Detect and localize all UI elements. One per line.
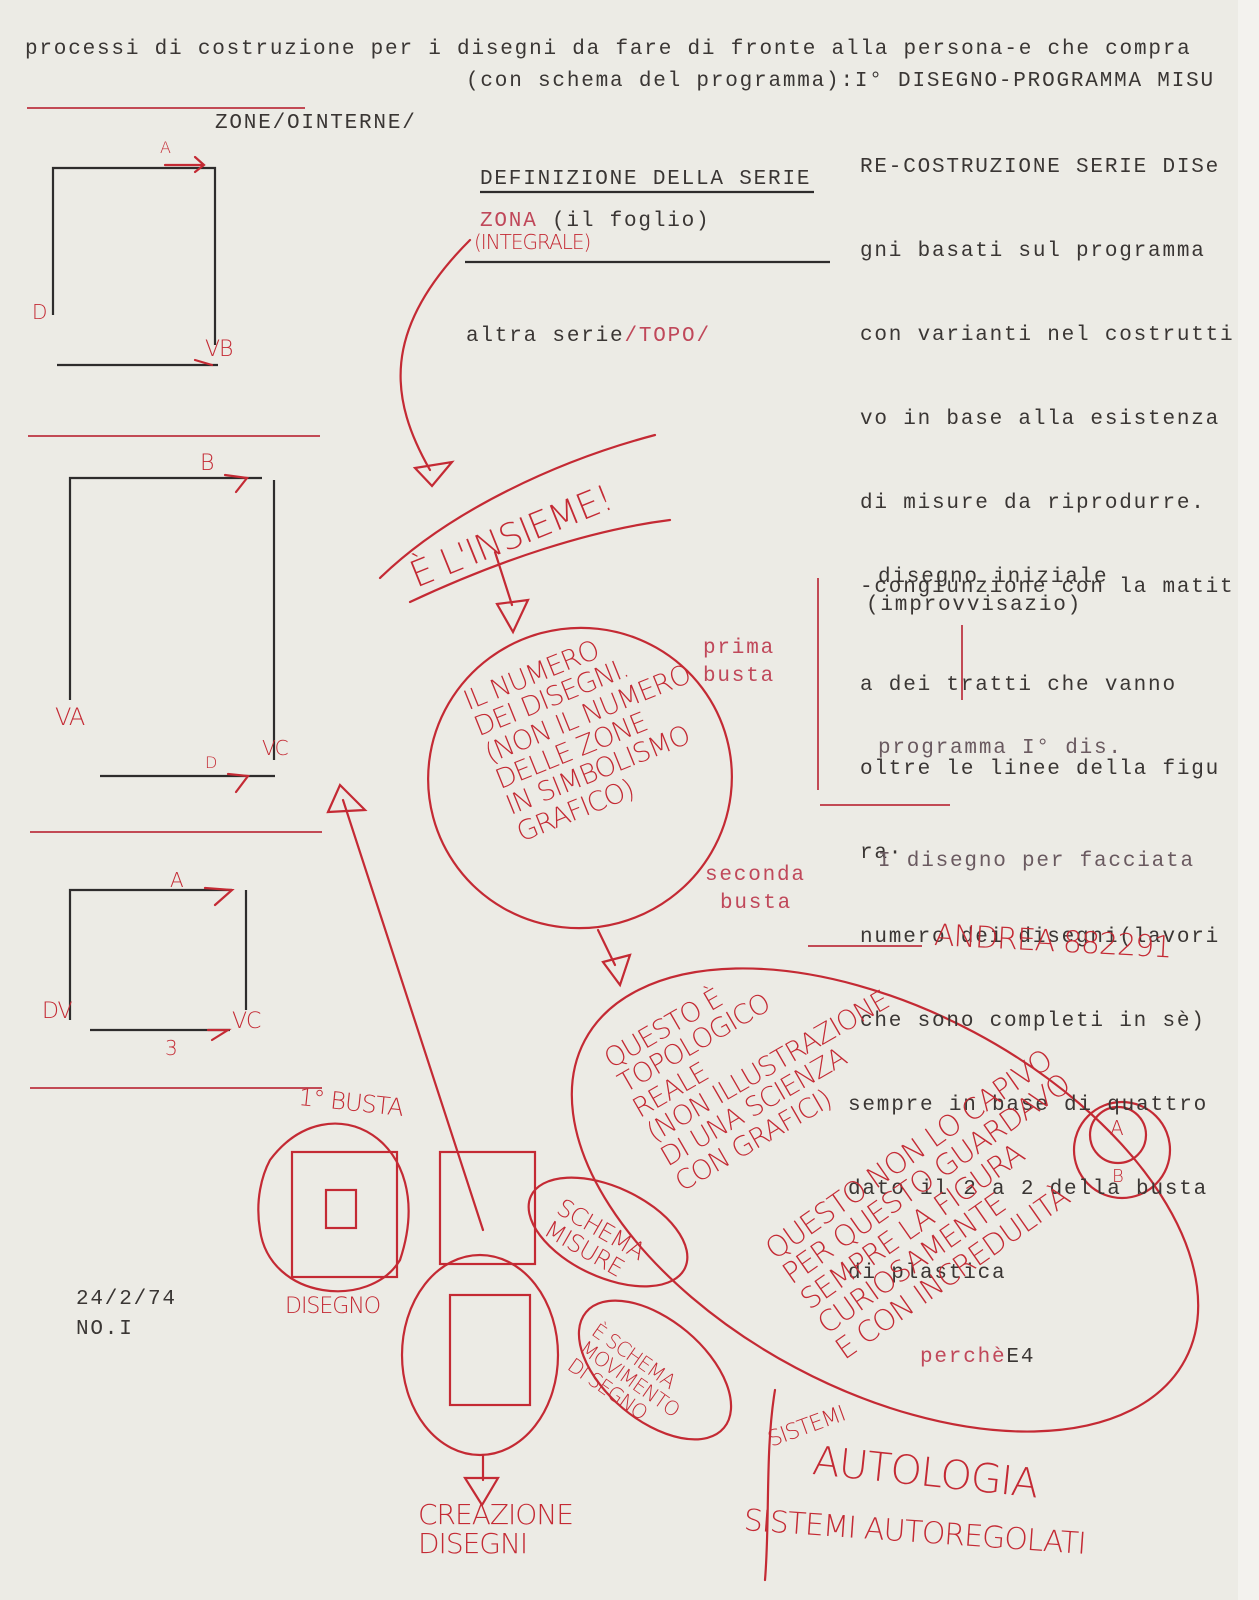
sketch-movimento-square bbox=[448, 1293, 532, 1407]
right-line: con varianti nel costrutti bbox=[860, 324, 1235, 347]
ellipse-schema-movimento bbox=[577, 1299, 733, 1441]
topo-text: /TOPO/ bbox=[624, 325, 711, 348]
arrowhead-insieme bbox=[412, 460, 455, 488]
zona-text: ZONA bbox=[480, 210, 538, 233]
right-line: oltre le linee della figu bbox=[860, 758, 1221, 781]
perche-text: perchè bbox=[920, 1346, 1007, 1369]
right-line: che sono completi in sè) bbox=[860, 1010, 1206, 1033]
typed-improvvisazio: (improvvisazio) bbox=[866, 594, 1083, 617]
right-line: di misure da riprodurre. bbox=[860, 492, 1206, 515]
hw-label-va: VA bbox=[55, 703, 85, 731]
typed-seconda: seconda bbox=[705, 864, 806, 887]
right-line: sempre in base di quattro bbox=[848, 1094, 1209, 1117]
typed-zone-interne: ZONE/OINTERNE/ bbox=[215, 112, 417, 135]
right-line: ra· bbox=[860, 842, 904, 865]
typed-prima: prima bbox=[703, 637, 776, 660]
perche-line: perchèE4 bbox=[920, 1344, 1234, 1372]
arrow-box1-top bbox=[163, 155, 206, 174]
right-line: gni basati sul programma bbox=[860, 240, 1206, 263]
altra-serie-text: altra serie bbox=[466, 325, 625, 348]
ellipse-topologico bbox=[570, 967, 1200, 1433]
typed-altra-serie: altra serie/TOPO/ bbox=[466, 323, 711, 351]
hw-label-vc1: VC bbox=[262, 736, 289, 760]
arrow-to-numero bbox=[493, 550, 514, 607]
arrow-box1-bottom bbox=[193, 358, 214, 367]
right-line: numero dei disegni(lavori bbox=[860, 926, 1221, 949]
sketch-disegno-circle bbox=[257, 1122, 410, 1293]
insieme-banner-bottom bbox=[408, 518, 672, 604]
paper-edge bbox=[1238, 0, 1259, 1600]
arrow-box3-bottom bbox=[206, 1028, 232, 1042]
typed-number: NO.I bbox=[76, 1318, 134, 1341]
right-line: RE-COSTRUZIONE SERIE DISe bbox=[860, 156, 1221, 179]
il-foglio-text: (il foglio) bbox=[537, 210, 711, 233]
typed-right-column: RE-COSTRUZIONE SERIE DISe gni basati sul… bbox=[848, 98, 1235, 1400]
box-3 bbox=[68, 888, 248, 1032]
typed-definizione: DEFINIZIONE DELLA SERIE bbox=[480, 168, 812, 191]
hw-label-dv: DV bbox=[42, 999, 73, 1024]
hw-label-vb: VB bbox=[205, 337, 233, 362]
right-line: vo in base alla esistenza bbox=[860, 408, 1221, 431]
arrow-box2-top bbox=[223, 473, 250, 494]
typed-busta-2: busta bbox=[720, 892, 793, 915]
right-line: dato il 2 a 2 della busta bbox=[848, 1178, 1209, 1201]
sketch-disegno-square bbox=[290, 1150, 399, 1279]
hw-label-3: 3 bbox=[165, 1036, 178, 1060]
arrowhead-up bbox=[326, 783, 368, 814]
ellipse-numero-disegni bbox=[427, 626, 733, 930]
typed-disegno-facciata: I disegno per facciata bbox=[878, 850, 1195, 873]
hw-circle-a: A bbox=[1110, 1116, 1124, 1140]
hw-disegno: DISEGNO bbox=[285, 1294, 381, 1319]
hw-creazione-disegni: CREAZIONE DISEGNI bbox=[418, 1498, 574, 1561]
typed-title-line: processi di costruzione per i disegni da… bbox=[25, 38, 1192, 61]
arrow-box3-top bbox=[203, 886, 235, 907]
hw-label-d2: D bbox=[205, 753, 217, 772]
hw-circle-b: B bbox=[1112, 1166, 1124, 1187]
right-line: di plastica bbox=[848, 1262, 1007, 1285]
typed-busta-1: busta bbox=[703, 665, 776, 688]
arrow-box2-bottom bbox=[226, 772, 251, 794]
typed-zona-line: ZONA (il foglio) bbox=[480, 208, 710, 236]
typed-date: 24/2/74 bbox=[76, 1288, 177, 1311]
hw-integrale: (INTEGRALE) bbox=[474, 230, 591, 254]
typed-programma-dis: programma I° dis. bbox=[878, 737, 1123, 760]
box-1 bbox=[51, 166, 218, 367]
hw-label-b: B bbox=[200, 451, 214, 476]
hw-label-vc2: VC bbox=[232, 1009, 261, 1034]
box-2 bbox=[68, 476, 276, 778]
circle-ab-inner bbox=[1088, 1105, 1148, 1165]
arrowhead-numero bbox=[495, 598, 530, 635]
ellipse-movimento bbox=[400, 1253, 560, 1457]
hw-label-a2: A bbox=[170, 868, 184, 892]
typed-line-2: (con schema del programma):I° DISEGNO-PR… bbox=[466, 70, 1215, 93]
bracket-sistemi bbox=[763, 1388, 777, 1582]
typed-disegno-iniziale: disegno iniziale bbox=[878, 566, 1109, 589]
sketch-disegno-inner bbox=[324, 1188, 358, 1230]
long-arrow-up bbox=[341, 798, 485, 1232]
arrowhead-topologico bbox=[601, 953, 632, 988]
hw-label-a1: A bbox=[160, 138, 171, 157]
e4-text: E4 bbox=[1006, 1346, 1036, 1369]
curve-arrow-to-insieme bbox=[399, 238, 472, 472]
right-line: -congiunzione con la matit bbox=[860, 576, 1235, 599]
arrowhead-creazione bbox=[463, 1476, 500, 1508]
ellipse-schema-misure bbox=[527, 1176, 689, 1288]
hw-label-d1: D bbox=[32, 300, 47, 324]
right-line: a dei tratti che vanno bbox=[860, 674, 1177, 697]
sketch-schema-square bbox=[438, 1150, 537, 1266]
circle-ab-outer bbox=[1072, 1100, 1172, 1200]
insieme-banner-top bbox=[378, 433, 657, 580]
